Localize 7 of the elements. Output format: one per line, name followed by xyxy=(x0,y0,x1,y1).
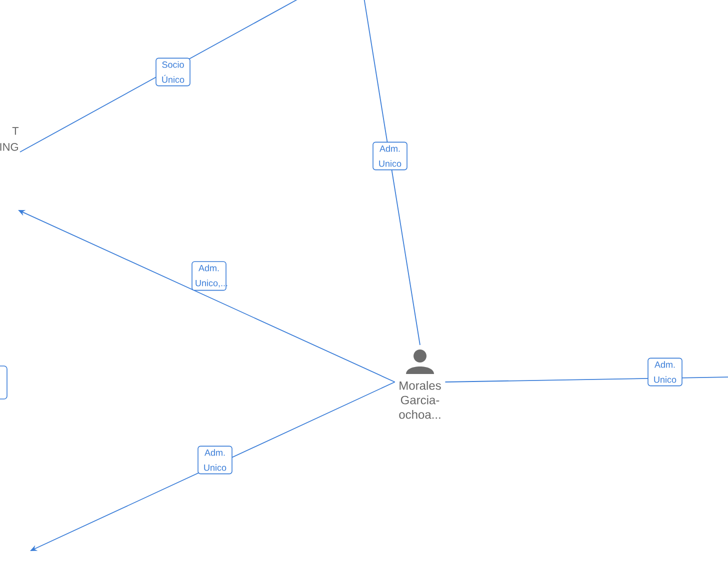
edge-label: Adm. Unico xyxy=(372,142,408,170)
company-name: T ING xyxy=(0,127,19,151)
person-name: Morales Garcia-ochoa... xyxy=(399,381,441,419)
edge-label: Socio Único xyxy=(156,58,190,86)
edge-label: Adm. Unico xyxy=(648,358,682,386)
edge-label: Adm. Unico xyxy=(198,446,232,474)
connector-line xyxy=(364,0,420,346)
